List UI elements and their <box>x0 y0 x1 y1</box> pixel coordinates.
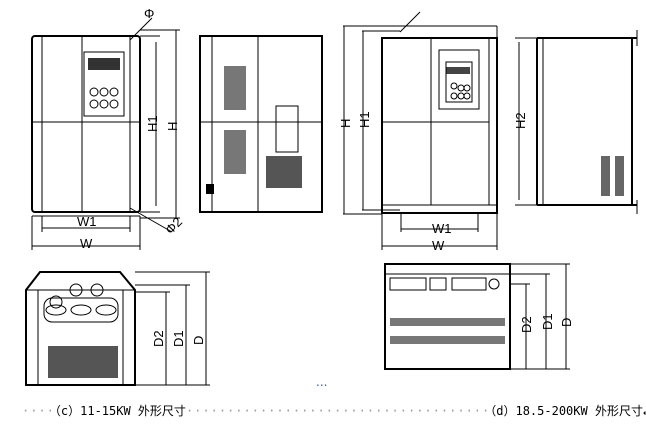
phi-label: Φ <box>144 6 154 21</box>
d2-label-small: D2 <box>151 330 166 347</box>
h1-label-large: H1 <box>357 111 372 128</box>
w1-label-large: W1 <box>432 221 452 236</box>
w1-label: W1 <box>77 214 97 229</box>
d-label-small: D <box>191 336 206 345</box>
w-label-large: W <box>432 238 445 253</box>
front-view-large <box>343 11 498 250</box>
bottom-view-large <box>384 263 570 370</box>
h-label-large: H <box>338 119 353 128</box>
w-label: W <box>80 236 93 251</box>
h-label: H <box>165 122 180 131</box>
caption-c: （c）11-15KW 外形尺寸 <box>54 404 186 418</box>
bottom-view-small <box>25 271 210 386</box>
leader-dots: ···· <box>22 404 55 418</box>
h2-label: H2 <box>513 112 528 129</box>
ellipsis-indicator: ... <box>316 375 327 389</box>
side-view-small <box>199 35 323 213</box>
front-view-small <box>31 17 180 250</box>
leader-dots: ····································· <box>185 404 491 418</box>
d1-label-large: D1 <box>540 313 555 330</box>
caption-d: （d）18.5-200KW 外形尺寸↵ <box>490 404 646 418</box>
h1-label: H1 <box>145 115 160 132</box>
d-label-large: D <box>559 318 574 327</box>
caption-row: ····（c）11-15KW 外形尺寸·····················… <box>22 402 646 419</box>
d2-label-large: D2 <box>519 316 534 333</box>
side-view-large <box>515 30 638 214</box>
d1-label-small: D1 <box>171 330 186 347</box>
